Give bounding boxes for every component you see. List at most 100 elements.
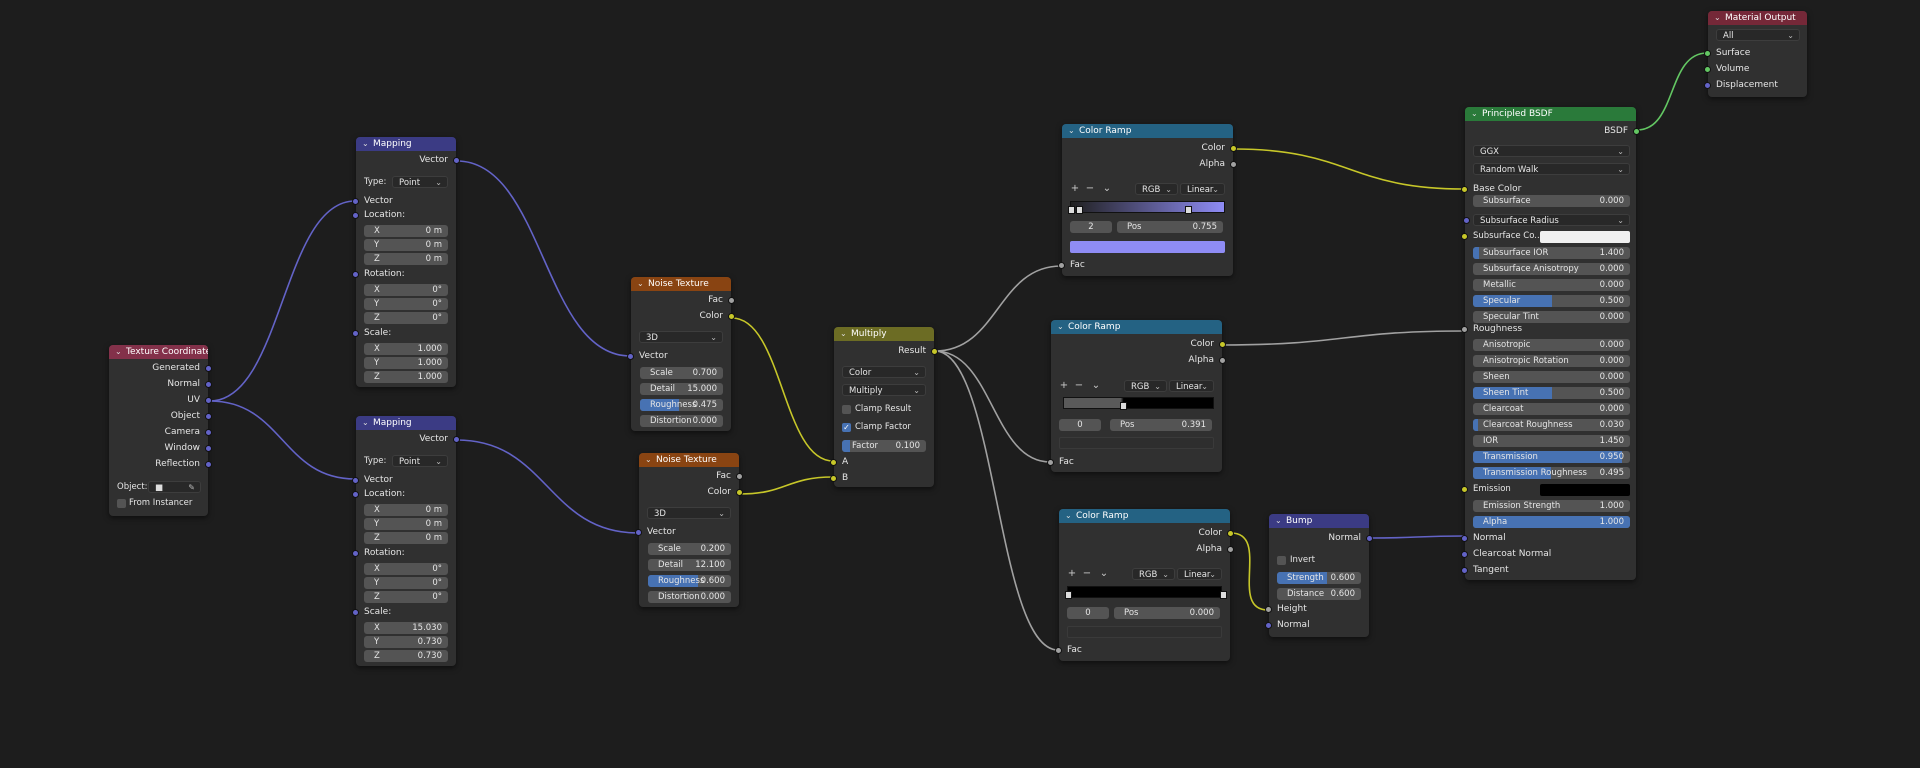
socket-fac[interactable] <box>736 473 743 480</box>
node-link[interactable] <box>731 317 834 462</box>
socket-subsurface-radius[interactable] <box>1463 217 1470 224</box>
node-link[interactable] <box>209 200 356 402</box>
socket-uv[interactable] <box>205 397 212 404</box>
dimensions-dropdown[interactable]: 3D⌄ <box>647 507 731 519</box>
socket-height[interactable] <box>1265 606 1272 613</box>
node-link[interactable] <box>934 265 1062 352</box>
stop-color-swatch[interactable] <box>1067 626 1222 638</box>
ramp-stop-handle[interactable] <box>1220 591 1227 599</box>
active-stop-index-field[interactable]: 0 <box>1059 419 1101 431</box>
node-header[interactable]: ⌄Noise Texture <box>639 453 739 467</box>
socket-vector-in[interactable] <box>627 353 634 360</box>
node-link[interactable] <box>1636 52 1708 131</box>
socket-bsdf[interactable] <box>1633 128 1640 135</box>
socket-alpha[interactable] <box>1227 546 1234 553</box>
ramp-stop-handle[interactable] <box>1068 206 1075 214</box>
socket-color[interactable] <box>1227 530 1234 537</box>
socket-color[interactable] <box>728 313 735 320</box>
node-header[interactable]: ⌄Mapping <box>356 416 456 430</box>
minus-icon[interactable]: − <box>1085 183 1095 194</box>
socket-reflection[interactable] <box>205 461 212 468</box>
ramp-stop-handle[interactable] <box>1075 206 1083 214</box>
socket-fac[interactable] <box>1055 647 1062 654</box>
node-link[interactable] <box>1369 535 1465 539</box>
color-ramp-gradient[interactable] <box>1063 397 1214 410</box>
node-link[interactable] <box>456 439 639 534</box>
socket-object[interactable] <box>205 413 212 420</box>
socket-alpha[interactable] <box>1230 161 1237 168</box>
socket-rotation[interactable] <box>352 271 359 278</box>
node-header[interactable]: ⌄Noise Texture <box>631 277 731 291</box>
socket-fac[interactable] <box>728 297 735 304</box>
node-link[interactable] <box>209 400 356 480</box>
socket-normal-in[interactable] <box>1265 622 1272 629</box>
socket-vector-out[interactable] <box>453 436 460 443</box>
dimensions-dropdown[interactable]: 3D⌄ <box>639 331 723 343</box>
socket-vector-in[interactable] <box>352 198 359 205</box>
socket-tangent[interactable] <box>1461 567 1468 574</box>
color-ramp-node-3[interactable]: ⌄Color Ramp Color Alpha + − ⌄ RGB⌄ Linea… <box>1055 509 1234 661</box>
chevron-down-icon[interactable]: ⌄ <box>645 455 652 464</box>
type-dropdown[interactable]: Point⌄ <box>392 176 448 188</box>
stop-color-swatch[interactable] <box>1070 241 1225 253</box>
noise-texture-node-2[interactable]: ⌄Noise Texture Fac Color 3D⌄ Vector Scal… <box>635 453 743 607</box>
chevron-down-icon[interactable]: ⌄ <box>1275 516 1282 525</box>
socket-b[interactable] <box>830 475 837 482</box>
distribution-dropdown[interactable]: GGX⌄ <box>1473 145 1630 157</box>
color-ramp-node-2[interactable]: ⌄Color Ramp Color Alpha + − ⌄ RGB⌄ Linea… <box>1047 320 1226 472</box>
subsurface-method-dropdown[interactable]: Random Walk⌄ <box>1473 163 1630 175</box>
chevron-down-icon[interactable]: ⌄ <box>362 139 369 148</box>
ramp-stop-handle[interactable] <box>1065 591 1072 599</box>
eyedropper-icon[interactable]: ✎ <box>188 483 195 492</box>
plus-icon[interactable]: + <box>1070 183 1080 194</box>
socket-generated[interactable] <box>205 365 212 372</box>
stop-color-swatch[interactable] <box>1059 437 1214 449</box>
from-instancer-checkbox[interactable] <box>117 499 126 508</box>
ramp-stop-handle[interactable] <box>1120 402 1128 410</box>
subsurface-color-swatch[interactable] <box>1540 231 1630 243</box>
multiply-node[interactable]: ⌄Multiply Result Color⌄ Multiply⌄ Clamp … <box>830 327 938 487</box>
node-link[interactable] <box>1233 148 1465 190</box>
socket-location[interactable] <box>352 212 359 219</box>
chevron-down-icon[interactable]: ⌄ <box>1102 183 1112 194</box>
node-link[interactable] <box>456 160 631 357</box>
node-header[interactable]: ⌄Color Ramp <box>1051 320 1222 334</box>
socket-location[interactable] <box>352 491 359 498</box>
node-header[interactable]: ⌄Bump <box>1269 514 1369 528</box>
minus-icon[interactable]: − <box>1074 380 1084 391</box>
chevron-down-icon[interactable]: ⌄ <box>1714 13 1721 22</box>
color-mode-dropdown[interactable]: RGB⌄ <box>1124 380 1167 392</box>
clamp-result-checkbox[interactable] <box>842 405 851 414</box>
invert-checkbox[interactable] <box>1277 556 1286 565</box>
chevron-down-icon[interactable]: ⌄ <box>840 329 847 338</box>
socket-volume[interactable] <box>1704 66 1711 73</box>
socket-rotation[interactable] <box>352 550 359 557</box>
color-mode-dropdown[interactable]: RGB⌄ <box>1132 568 1175 580</box>
type-dropdown[interactable]: Point⌄ <box>392 455 448 467</box>
chevron-down-icon[interactable]: ⌄ <box>1057 322 1064 331</box>
noise-texture-node-1[interactable]: ⌄Noise Texture Fac Color 3D⌄ Vector Scal… <box>627 277 735 431</box>
